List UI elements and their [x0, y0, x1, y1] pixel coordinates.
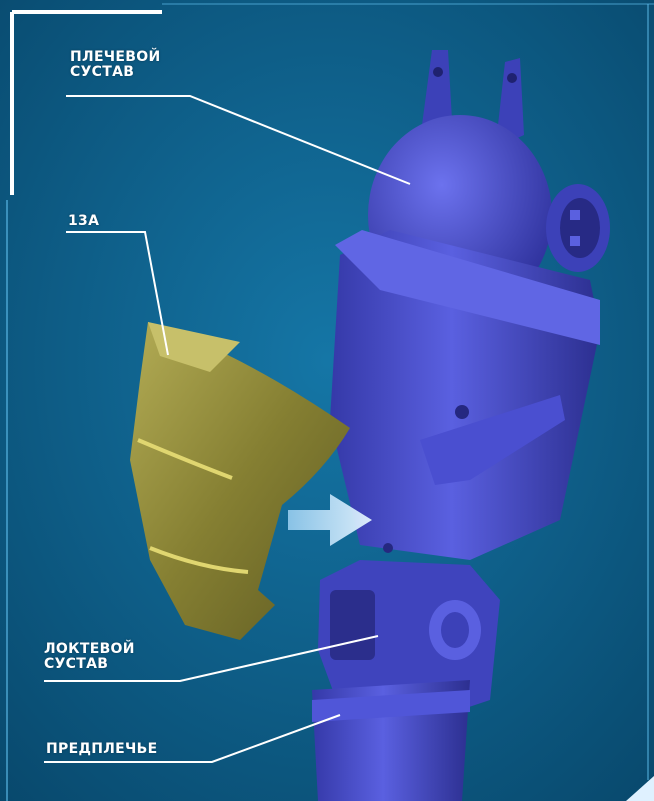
arm-assembly	[312, 50, 610, 801]
leader-lines	[44, 95, 411, 763]
part-leader-line	[66, 231, 169, 356]
shoulder-label-line1: ПЛЕЧЕВОЙ	[70, 49, 161, 65]
shoulder-label-line2: СУСТАВ	[70, 64, 135, 80]
forearm-label: ПРЕДПЛЕЧЬЕ	[46, 741, 158, 757]
forearm-leader-line	[44, 714, 341, 763]
armor-piece-13a	[130, 322, 350, 640]
elbow-joint-label: ЛОКТЕВОЙ СУСТАВ	[44, 642, 135, 672]
insert-arrow	[288, 494, 372, 546]
frame	[6, 3, 654, 801]
elbow-label-line1: ЛОКТЕВОЙ	[44, 641, 135, 657]
part-number-label: 13А	[68, 213, 100, 229]
shoulder-leader-line	[66, 95, 411, 185]
elbow-leader-line	[44, 635, 379, 682]
elbow-label-line2: СУСТАВ	[44, 656, 109, 672]
shoulder-joint-label: ПЛЕЧЕВОЙ СУСТАВ	[70, 50, 160, 80]
